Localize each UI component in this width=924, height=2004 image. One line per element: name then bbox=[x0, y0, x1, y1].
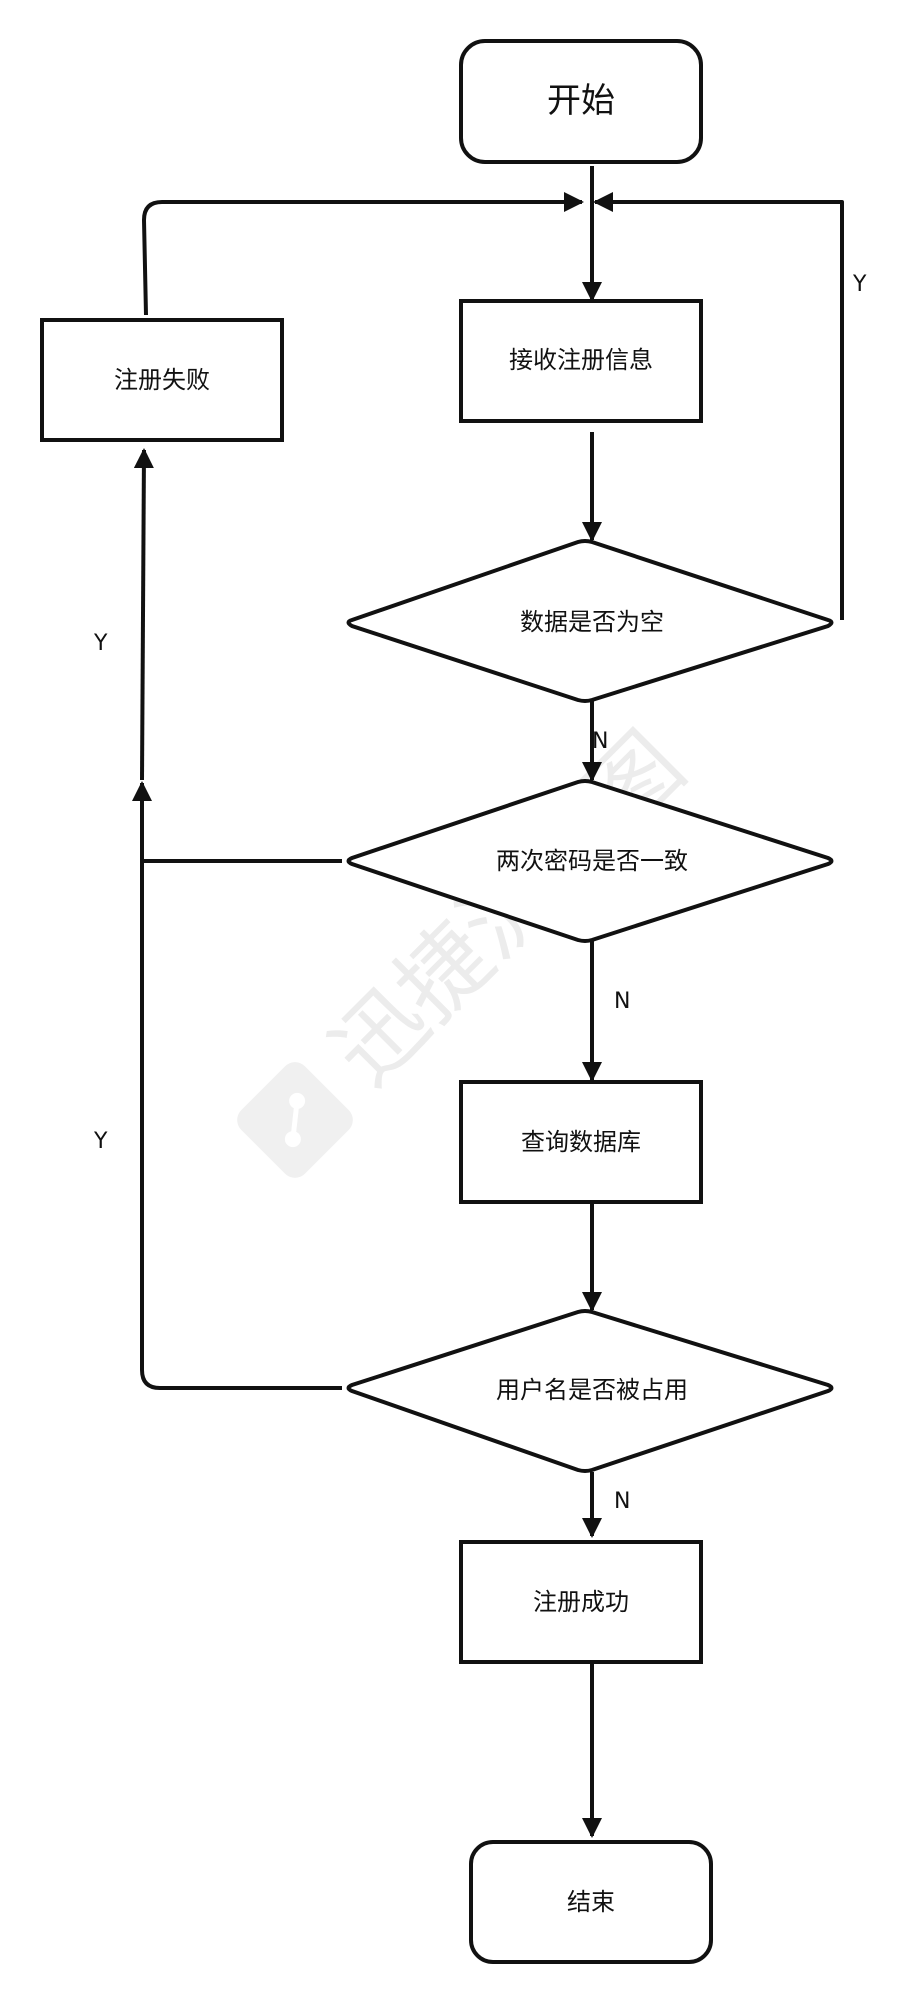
node-failure: 注册失败 bbox=[40, 318, 284, 442]
data-empty-decision-shape bbox=[346, 539, 834, 703]
watermark-logo-dot-icon bbox=[289, 1092, 306, 1109]
query-db-process-shape bbox=[459, 1080, 703, 1204]
node-data-empty: 数据是否为空 bbox=[346, 539, 834, 703]
username-taken-decision-shape bbox=[346, 1309, 834, 1473]
node-end: 结束 bbox=[469, 1840, 713, 1964]
receive-label: 接收注册信息 bbox=[509, 346, 653, 374]
password-match-label: 两次密码是否一致 bbox=[496, 847, 688, 875]
end-label: 结束 bbox=[567, 1888, 615, 1916]
node-password-match: 两次密码是否一致 bbox=[346, 779, 834, 943]
watermark-logo-dot-icon bbox=[284, 1131, 301, 1148]
edge-label-empty-no: N bbox=[592, 729, 608, 754]
start-terminal-shape bbox=[459, 39, 703, 164]
password-match-decision-shape bbox=[346, 779, 834, 943]
data-empty-label: 数据是否为空 bbox=[520, 608, 664, 636]
edge-label-taken-yes: Y bbox=[93, 1129, 108, 1154]
edge-label-taken-no: N bbox=[614, 1489, 630, 1514]
edge-label-password-no: N bbox=[614, 989, 630, 1014]
query-db-label: 查询数据库 bbox=[521, 1128, 641, 1156]
success-process-shape bbox=[459, 1540, 703, 1664]
receive-process-shape bbox=[459, 299, 703, 423]
edge-label-empty-yes: Y bbox=[852, 272, 867, 297]
edge-left-spine-upper bbox=[133, 448, 154, 781]
node-receive: 接收注册信息 bbox=[459, 299, 703, 423]
edge-empty-yes-loop bbox=[593, 192, 844, 620]
node-success: 注册成功 bbox=[459, 1540, 703, 1664]
success-label: 注册成功 bbox=[533, 1588, 629, 1616]
failure-label: 注册失败 bbox=[114, 366, 210, 394]
username-taken-label: 用户名是否被占用 bbox=[496, 1376, 688, 1404]
edge-failure-to-top bbox=[142, 192, 584, 316]
node-start: 开始 bbox=[459, 39, 703, 164]
failure-process-shape bbox=[40, 318, 284, 442]
watermark-logo-link-icon bbox=[290, 1100, 300, 1140]
end-terminal-shape bbox=[469, 1840, 713, 1964]
start-label: 开始 bbox=[547, 81, 615, 121]
edges bbox=[132, 166, 844, 1838]
edge-label-password-yes: Y bbox=[93, 631, 108, 656]
edge-taken-yes-to-spine bbox=[132, 781, 342, 1390]
node-username-taken: 用户名是否被占用 bbox=[346, 1309, 834, 1473]
node-query-db: 查询数据库 bbox=[459, 1080, 703, 1204]
